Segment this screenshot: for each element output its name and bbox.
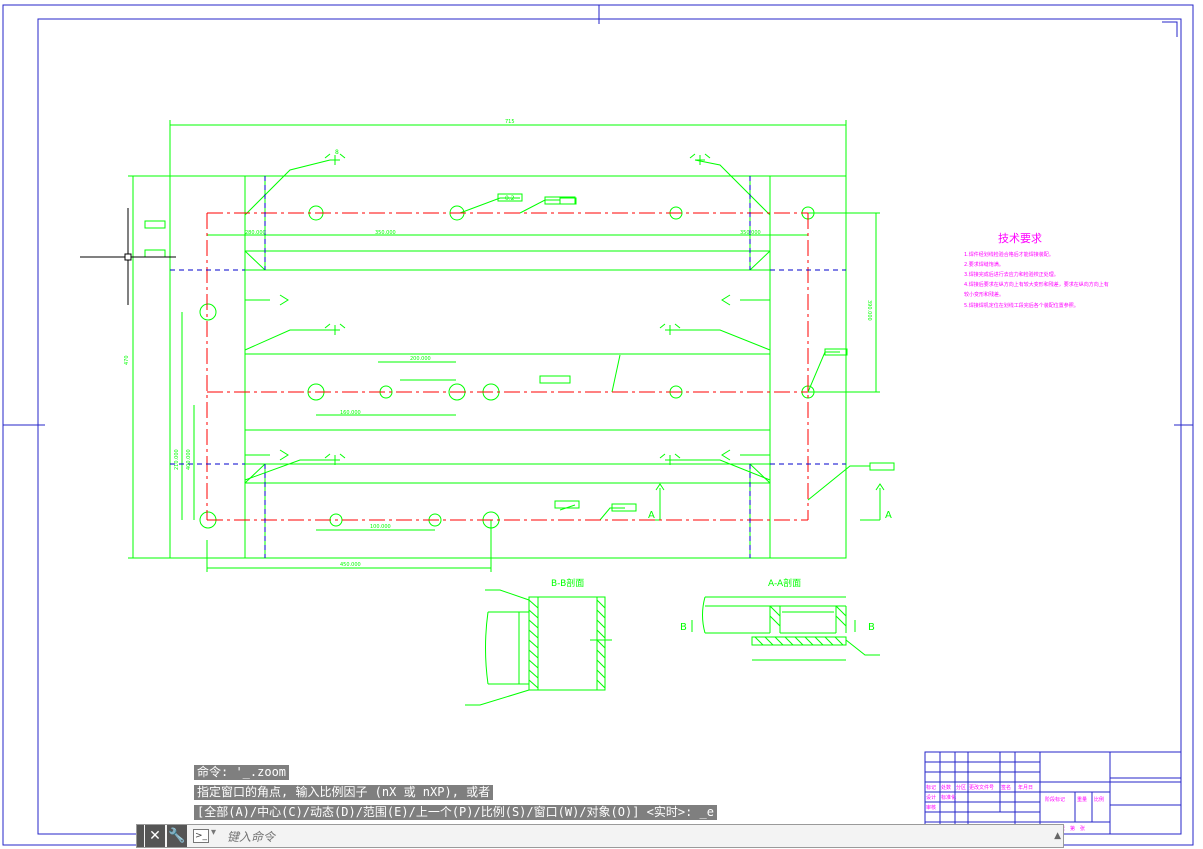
dim-lower-bottom: 450.000 xyxy=(340,562,361,568)
section-mark-b-left: B xyxy=(680,622,687,633)
tb-label: 签名 xyxy=(1001,784,1011,791)
section-aa xyxy=(691,596,880,661)
command-line-bar: ✕ 🔧 >_ ▾ ▲ xyxy=(136,824,1064,848)
tb-label: 张 xyxy=(1080,825,1085,832)
plan-view xyxy=(128,120,881,572)
command-history-line: 指定窗口的角点, 输入比例因子 (nX 或 nXP), 或者 xyxy=(194,785,494,800)
tech-note: 2.要求焊缝饱满。 xyxy=(964,261,1004,268)
tb-label: 更改文件号 xyxy=(969,784,994,791)
dim-inner-top: 280.000 xyxy=(245,230,266,236)
tech-note: 3.焊接完成后进行去应力和检验校正处理。 xyxy=(964,271,1059,278)
weld-symbols xyxy=(144,153,895,512)
section-mark-a-right: A xyxy=(885,510,892,521)
tb-label: 设计 xyxy=(926,794,936,801)
section-bb-title: B-B剖面 xyxy=(551,577,584,589)
dim-overall-width: 715 xyxy=(505,119,515,125)
dim-middle-b: 200.000 xyxy=(410,356,431,362)
close-icon[interactable]: ✕ xyxy=(145,825,165,847)
center-lines xyxy=(206,212,809,521)
tech-title: 技术要求 xyxy=(998,232,1042,245)
dimension-labels: 715 280.000 350.000 350.000 450.000 160.… xyxy=(124,119,872,568)
dim-lower-center: 100.000 xyxy=(370,524,391,530)
tb-label: 第 xyxy=(1070,825,1075,832)
dim-left-inner: 210.000 xyxy=(174,449,180,470)
tech-notes: 1.焊件经划线检验合格后才能焊接装配。 2.要求焊缝饱满。 3.焊接完成后进行去… xyxy=(964,251,1109,309)
command-input[interactable] xyxy=(225,827,1049,847)
tb-label: 比例 xyxy=(1094,796,1104,803)
dim-left-vertical: 470 xyxy=(124,355,130,365)
section-bb xyxy=(465,589,612,706)
wrench-icon[interactable]: 🔧 xyxy=(167,825,187,847)
dim-middle-a: 160.000 xyxy=(340,410,361,416)
tech-note: 5.焊接焊机定位在划线工段完后各个装配位置参照。 xyxy=(964,302,1079,309)
dim-bolt-spacing: 350.000 xyxy=(375,230,396,236)
dim-right-vertical: 390.000 xyxy=(866,300,872,321)
dim-bolt-spacing-right: 350.000 xyxy=(740,230,761,236)
hidden-lines xyxy=(170,176,846,558)
tb-label: 阶段标记 xyxy=(1045,796,1065,803)
crosshair-cursor xyxy=(80,208,176,305)
section-mark-a-left: A xyxy=(648,510,655,521)
tech-note: 较小变形和残差。 xyxy=(964,291,1004,298)
flatness-label: 0.2 xyxy=(505,195,515,202)
tb-label: 重量 xyxy=(1077,796,1087,803)
tb-label: 分区 xyxy=(956,784,966,791)
tb-label: 标准化 xyxy=(941,794,956,801)
dim-lower-left: 400.000 xyxy=(186,449,192,470)
tb-label: 标记 xyxy=(926,784,936,791)
command-history-line: 命令: '_.zoom xyxy=(194,765,290,780)
tb-label: 年月日 xyxy=(1018,784,1033,791)
chevron-down-icon[interactable]: ▾ xyxy=(211,827,217,838)
title-block-labels: 标记 处数 分区 更改文件号 签名 年月日 设计 标准化 阶段标记 重量 比例 … xyxy=(926,784,1104,832)
section-mark-b-right: B xyxy=(868,622,875,633)
tb-label: 处数 xyxy=(941,784,951,791)
command-history-line: [全部(A)/中心(C)/动态(D)/范围(E)/上一个(P)/比例(S)/窗口… xyxy=(194,805,717,820)
weld-size-label: 8 xyxy=(335,149,339,156)
command-prompt-icon[interactable]: >_ xyxy=(193,829,209,843)
drag-grip-icon[interactable] xyxy=(137,825,144,847)
tech-note: 4.焊接后要求在纵方向上有较大变形和残差，要求在纵向方向上有 xyxy=(964,281,1109,288)
scroll-arrow-icon[interactable]: ▲ xyxy=(1054,831,1061,841)
weld-labels: A A 8 0.2 xyxy=(335,149,892,521)
section-aa-title: A-A剖面 xyxy=(768,577,801,589)
tech-note: 1.焊件经划线检验合格后才能焊接装配。 xyxy=(964,251,1054,258)
title-block xyxy=(924,751,1182,835)
tb-label: 审核 xyxy=(926,804,936,811)
